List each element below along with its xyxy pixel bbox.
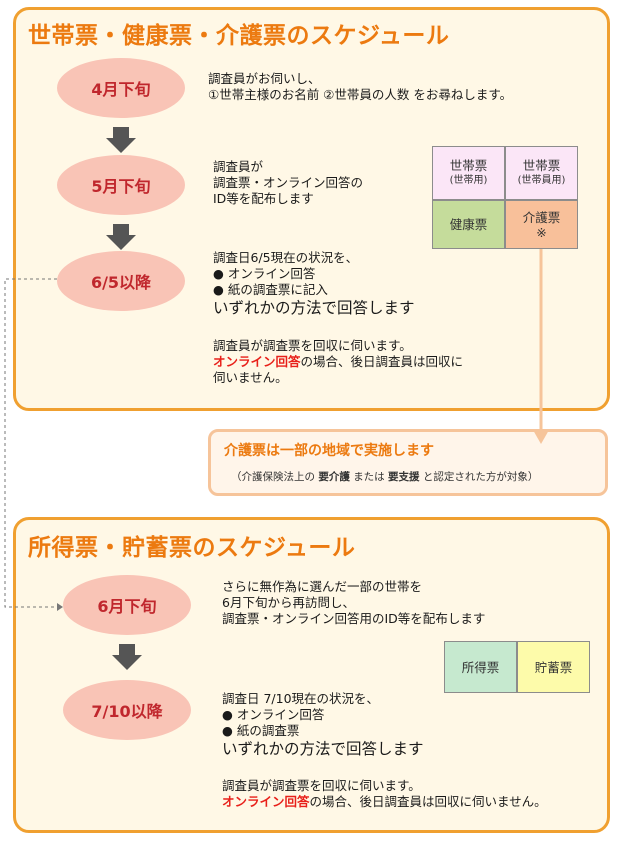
- form-cell-health: 健康票: [432, 200, 505, 249]
- collection-note-income: 調査員が調査票を回収に伺います。 オンライン回答の場合、後日調査員は回収に伺いま…: [222, 778, 547, 810]
- step-june-late-text: さらに無作為に選んだ一部の世帯を 6月下旬から再訪問し、 調査票・オンライン回答…: [222, 579, 485, 627]
- text-line: 調査員がお伺いし、: [208, 71, 321, 86]
- step-june5-text: 調査日6/5現在の状況を、 ● オンライン回答 ● 紙の調査票に記入 いずれかの…: [213, 250, 415, 318]
- answer-method-line: いずれかの方法で回答します: [213, 299, 415, 317]
- step-may-text: 調査員が 調査票・オンライン回答の ID等を配布します: [213, 159, 363, 207]
- step-april-text: 調査員がお伺いし、 ①世帯主様のお名前 ②世帯員の人数 をお尋ねします。: [208, 71, 512, 103]
- text-line: ● オンライン回答: [222, 707, 325, 722]
- text-line: ● 紙の調査票: [222, 723, 300, 738]
- step-may: 5月下旬: [57, 155, 185, 215]
- arrow-down-icon: [106, 224, 136, 250]
- text-line: 伺いません。: [213, 370, 288, 385]
- text-line: ID等を配布します: [213, 191, 314, 206]
- form-cell-savings: 貯蓄票: [517, 641, 590, 693]
- step-june5: 6/5以降: [57, 251, 185, 311]
- text-line: 調査日6/5現在の状況を、: [213, 250, 359, 265]
- text-line: 6月下旬から再訪問し、: [222, 595, 355, 610]
- form-cell-household-member: 世帯票 (世帯員用): [505, 146, 578, 200]
- answer-method-line: いずれかの方法で回答します: [222, 740, 424, 758]
- panel-title-income: 所得票・貯蓄票のスケジュール: [28, 535, 356, 561]
- form-cell-care: 介護票 ※: [505, 200, 578, 249]
- form-cell-household-head: 世帯票 (世帯用): [432, 146, 505, 200]
- text-line: 調査票・オンライン回答用のID等を配布します: [222, 611, 486, 626]
- text-line: 調査員が調査票を回収に伺います。: [222, 778, 421, 793]
- text-line: オンライン回答の場合、後日調査員は回収に: [213, 354, 464, 369]
- panel-title-household: 世帯票・健康票・介護票のスケジュール: [28, 23, 450, 49]
- callout-title: 介護票は一部の地域で実施します: [224, 443, 434, 459]
- form-cell-income: 所得票: [444, 641, 517, 693]
- step-june-late: 6月下旬: [63, 575, 191, 635]
- arrow-down-icon: [112, 644, 142, 670]
- collection-note-household: 調査員が調査票を回収に伺います。 オンライン回答の場合、後日調査員は回収に 伺い…: [213, 338, 463, 386]
- text-line: ①世帯主様のお名前 ②世帯員の人数 をお尋ねします。: [208, 87, 513, 102]
- step-april: 4月下旬: [57, 58, 185, 118]
- online-answer-highlight: オンライン回答: [222, 794, 310, 809]
- text-line: ● 紙の調査票に記入: [213, 282, 328, 297]
- text-line: さらに無作為に選んだ一部の世帯を: [222, 579, 423, 594]
- text-line: ● オンライン回答: [213, 266, 316, 281]
- step-july10: 7/10以降: [63, 680, 191, 740]
- text-line: 調査票・オンライン回答の: [213, 175, 364, 190]
- step-july10-text: 調査日 7/10現在の状況を、 ● オンライン回答 ● 紙の調査票 いずれかの方…: [222, 691, 424, 759]
- care-form-callout: 介護票は一部の地域で実施します （介護保険法上の 要介護 または 要支援 と認定…: [208, 429, 608, 496]
- callout-note: （介護保険法上の 要介護 または 要支援 と認定された方が対象）: [231, 471, 539, 483]
- text-line: 調査日 7/10現在の状況を、: [222, 691, 380, 706]
- text-line: オンライン回答の場合、後日調査員は回収に伺いません。: [222, 794, 547, 809]
- arrow-down-icon: [106, 127, 136, 153]
- text-line: 調査員が: [213, 159, 264, 174]
- text-line: 調査員が調査票を回収に伺います。: [213, 338, 412, 353]
- online-answer-highlight: オンライン回答: [213, 354, 301, 369]
